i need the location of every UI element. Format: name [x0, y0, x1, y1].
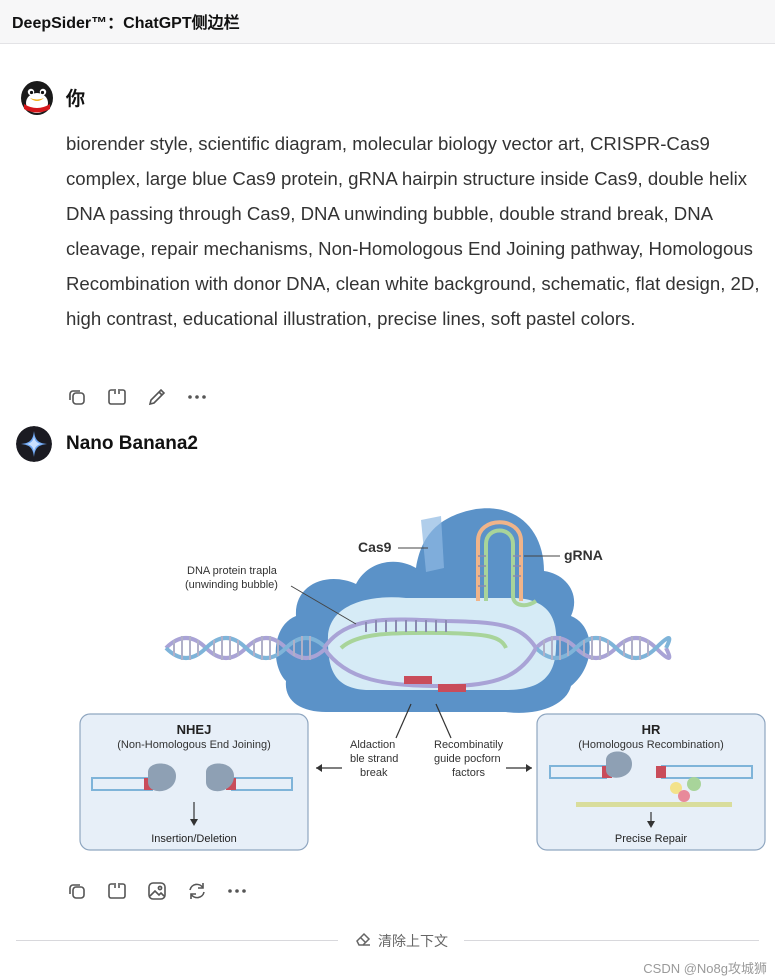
hr-title: HR: [642, 722, 661, 737]
dna-helix-right: [534, 636, 672, 660]
clear-context-row: 清除上下文: [16, 930, 759, 952]
break-label-line-3: break: [360, 767, 388, 779]
more-icon[interactable]: [186, 386, 208, 408]
grna-label: gRNA: [564, 547, 603, 563]
bot-message-actions: [66, 880, 248, 902]
quote-icon[interactable]: [106, 386, 128, 408]
hr-subtitle: (Homologous Recombination): [578, 739, 724, 751]
divider-line-left: [16, 940, 338, 941]
copy-icon[interactable]: [66, 880, 88, 902]
user-message-actions: [66, 386, 208, 408]
user-message-header: 你: [16, 76, 85, 118]
bot-message-header: Nano Banana2: [16, 426, 198, 462]
nhej-panel: NHEJ (Non-Homologous End Joining) Insert…: [79, 713, 309, 851]
factor-label-line-1: Recombinatily: [434, 739, 504, 751]
eraser-icon: [354, 930, 372, 951]
bubble-label-line-1: DNA protein trapla: [187, 565, 278, 577]
nhej-subtitle: (Non-Homologous End Joining): [117, 739, 270, 751]
factor-label-line-2: guide pocforn: [434, 753, 501, 765]
user-name: 你: [66, 88, 86, 110]
factor-label-line-3: factors: [452, 767, 486, 779]
user-prompt-text: biorender style, scientific diagram, mol…: [66, 133, 760, 329]
generated-image[interactable]: Cas9 gRNA DNA protein trapla (unwinding …: [66, 476, 774, 866]
break-label-line-1: Aldaction: [350, 739, 395, 751]
cas9-protein: [275, 508, 590, 713]
dna-unwinding-bubble: [322, 617, 538, 692]
edit-icon[interactable]: [146, 386, 168, 408]
watermark: CSDN @No8g攻城狮: [643, 961, 767, 976]
clear-context-label: 清除上下文: [378, 932, 448, 949]
user-avatar[interactable]: [16, 76, 58, 118]
copy-icon[interactable]: [66, 386, 88, 408]
hr-result: Precise Repair: [615, 833, 687, 845]
nhej-result: Insertion/Deletion: [151, 833, 237, 845]
grna-hairpin: [476, 520, 538, 608]
divider-line-right: [464, 940, 759, 941]
regenerate-icon[interactable]: [186, 880, 208, 902]
app-header: DeepSider™：ChatGPT侧边栏: [0, 0, 775, 44]
bubble-label-line-2: (unwinding bubble): [185, 579, 278, 591]
bot-avatar[interactable]: [16, 426, 52, 462]
nhej-title: NHEJ: [177, 722, 212, 737]
clear-context-button[interactable]: 清除上下文: [346, 930, 456, 951]
dna-helix-left: [164, 636, 328, 660]
bot-name: Nano Banana2: [66, 433, 198, 454]
break-label-line-2: ble strand: [350, 753, 398, 765]
hr-panel: HR (Homologous Recombination) Precise Re…: [536, 713, 766, 851]
more-icon[interactable]: [226, 880, 248, 902]
image-icon[interactable]: [146, 880, 168, 902]
cas9-label: Cas9: [358, 539, 392, 555]
quote-icon[interactable]: [106, 880, 128, 902]
app-title: DeepSider™：ChatGPT侧边栏: [12, 15, 240, 32]
